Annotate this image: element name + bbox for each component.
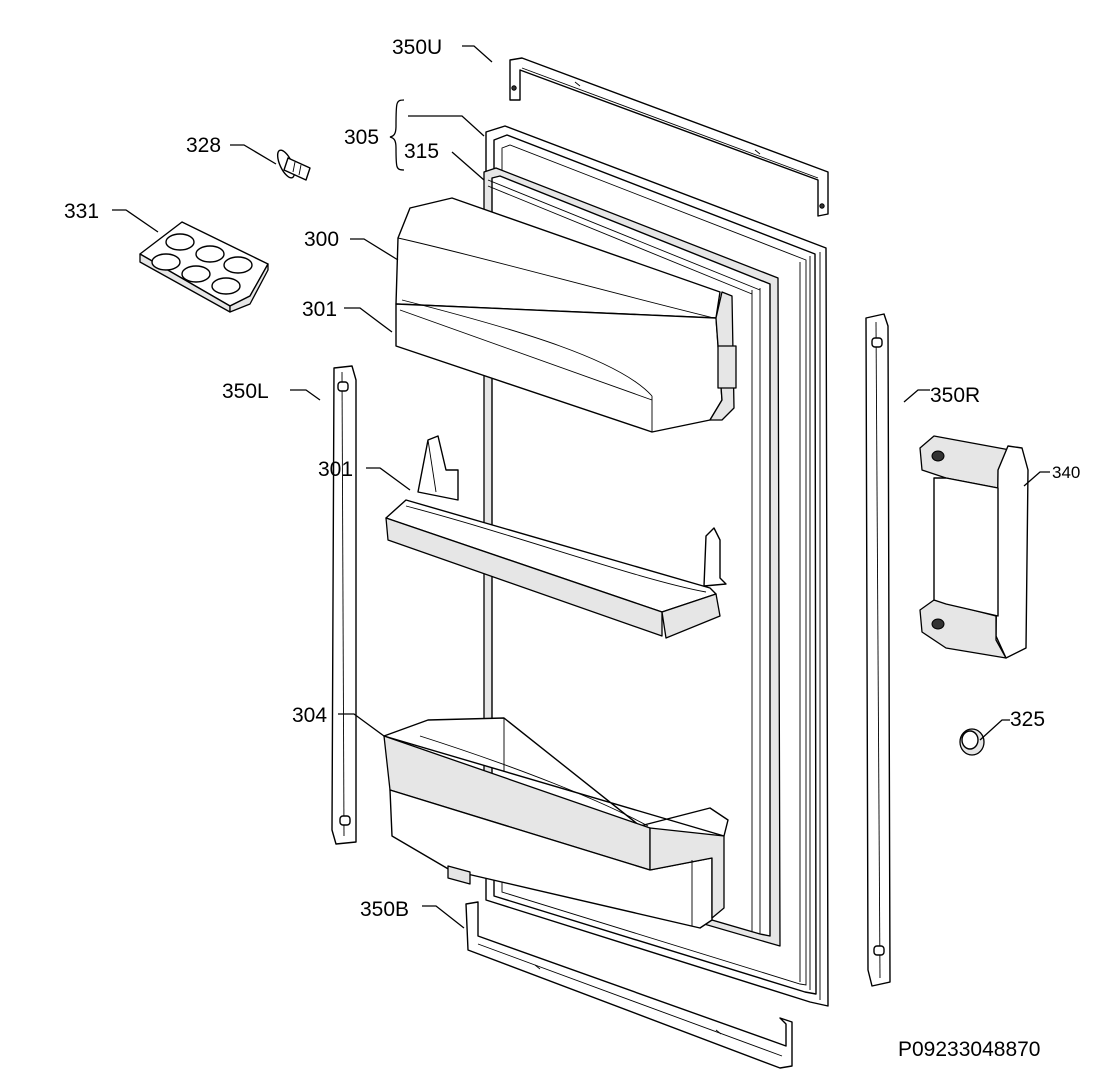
label-300: 300 bbox=[304, 228, 339, 251]
screw-328 bbox=[276, 149, 311, 181]
handle-340 bbox=[919, 435, 1029, 659]
door-shelf-301 bbox=[385, 435, 727, 639]
label-340: 340 bbox=[1052, 463, 1080, 482]
document-code: P09233048870 bbox=[898, 1038, 1040, 1061]
label-325: 325 bbox=[1010, 708, 1045, 731]
label-328: 328 bbox=[186, 134, 221, 157]
label-350L: 350L bbox=[222, 380, 269, 403]
strip-350R bbox=[865, 313, 891, 987]
egg-tray-331 bbox=[139, 221, 269, 313]
label-331: 331 bbox=[64, 200, 99, 223]
part-labels: 350U 305 315 328 331 300 301 350L 301 35… bbox=[64, 36, 1080, 921]
label-315: 315 bbox=[404, 140, 439, 163]
strip-350U bbox=[509, 57, 829, 217]
label-301-lower: 301 bbox=[318, 458, 353, 481]
cap-325 bbox=[959, 728, 985, 756]
strip-350B bbox=[465, 901, 793, 1069]
leader-lines bbox=[112, 45, 1050, 929]
label-301-upper: 301 bbox=[302, 298, 337, 321]
label-305: 305 bbox=[344, 126, 379, 149]
door-bin-304 bbox=[383, 717, 729, 929]
label-350B: 350B bbox=[360, 898, 409, 921]
strip-350L bbox=[331, 365, 357, 845]
label-304: 304 bbox=[292, 704, 327, 727]
dairy-lid-300 bbox=[395, 197, 737, 433]
label-350U: 350U bbox=[392, 36, 442, 59]
label-350R: 350R bbox=[930, 384, 980, 407]
